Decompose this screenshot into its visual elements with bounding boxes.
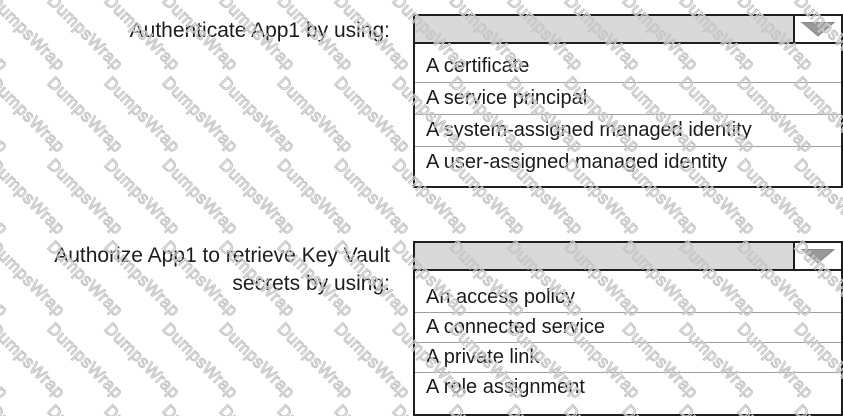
question-1-selected-value <box>415 16 793 42</box>
watermark-text: DumpsWrap <box>100 154 184 239</box>
watermark-text: DumpsWrap <box>0 154 12 239</box>
question-2-options-list: An access policy A connected service A p… <box>415 271 841 414</box>
option-item[interactable]: A user-assigned managed identity <box>426 151 728 173</box>
option-item[interactable]: A system-assigned managed identity <box>415 115 841 147</box>
question-2-dropdown-arrow-button[interactable] <box>793 243 841 269</box>
watermark-text: DumpsWrap <box>0 318 69 403</box>
watermark-text: DumpsWrap <box>0 236 12 321</box>
watermark-text: DumpsWrap <box>100 318 184 403</box>
watermark-text: DumpsWrap <box>330 154 414 239</box>
question-2-dropdown: An access policy A connected service A p… <box>413 241 843 416</box>
question-2-label: Authorize App1 to retrieve Key Vault sec… <box>54 242 390 298</box>
watermark-text: DumpsWrap <box>0 318 12 403</box>
watermark-text: DumpsWrap <box>273 72 357 157</box>
watermark-text: DumpsWrap <box>43 318 127 403</box>
question-1-label: Authenticate App1 by using: <box>130 17 390 45</box>
option-item[interactable]: A service principal <box>415 83 841 115</box>
watermark-text: DumpsWrap <box>215 154 299 239</box>
chevron-down-icon <box>801 249 835 264</box>
watermark-text: DumpsWrap <box>215 400 299 416</box>
watermark-text: DumpsWrap <box>43 154 127 239</box>
watermark-text: DumpsWrap <box>42 400 127 416</box>
watermark-text: DumpsWrap <box>0 0 69 75</box>
watermark-text: DumpsWrap <box>158 154 242 239</box>
watermark-text: DumpsWrap <box>215 72 299 157</box>
option-item[interactable]: A private link <box>415 343 841 373</box>
watermark-text: DumpsWrap <box>215 318 299 403</box>
watermark-text: DumpsWrap <box>0 0 12 75</box>
question-2-selected-value <box>415 243 793 269</box>
question-2-label-line: secrets by using: <box>232 272 390 295</box>
watermark-text: DumpsWrap <box>43 0 127 75</box>
question-2-dropdown-header[interactable] <box>415 243 841 271</box>
option-item[interactable]: A connected service <box>415 313 841 343</box>
question-2-label-line: Authorize App1 to retrieve Key Vault <box>54 244 390 267</box>
watermark-text: DumpsWrap <box>273 318 357 403</box>
watermark-text: DumpsWrap <box>0 400 69 416</box>
watermark-text: DumpsWrap <box>43 72 127 157</box>
watermark-text: DumpsWrap <box>0 400 12 416</box>
option-item[interactable]: A certificate <box>415 51 841 83</box>
watermark-text: DumpsWrap <box>330 318 414 403</box>
option-item[interactable]: An access policy <box>415 283 841 313</box>
watermark-text: DumpsWrap <box>0 72 12 157</box>
watermark-text: DumpsWrap <box>0 72 69 157</box>
watermark-text: DumpsWrap <box>100 400 184 416</box>
question-1-options-list: A certificate A service principal A syst… <box>415 44 841 186</box>
question-1-dropdown: A certificate A service principal A syst… <box>413 14 843 188</box>
watermark-text: DumpsWrap <box>0 154 69 239</box>
question-1-dropdown-header[interactable] <box>415 16 841 44</box>
watermark-text: DumpsWrap <box>158 72 242 157</box>
option-item[interactable]: A role assignment <box>426 376 585 398</box>
watermark-text: DumpsWrap <box>273 154 357 239</box>
watermark-text: DumpsWrap <box>330 72 414 157</box>
watermark-text: DumpsWrap <box>272 400 357 416</box>
watermark-text: DumpsWrap <box>157 400 242 416</box>
watermark-text: DumpsWrap <box>158 318 242 403</box>
watermark-text: DumpsWrap <box>100 72 184 157</box>
chevron-down-icon <box>801 22 835 37</box>
watermark-text: DumpsWrap <box>330 400 414 416</box>
question-1-dropdown-arrow-button[interactable] <box>793 16 841 42</box>
question-1-label-line: Authenticate App1 by using: <box>129 19 390 42</box>
